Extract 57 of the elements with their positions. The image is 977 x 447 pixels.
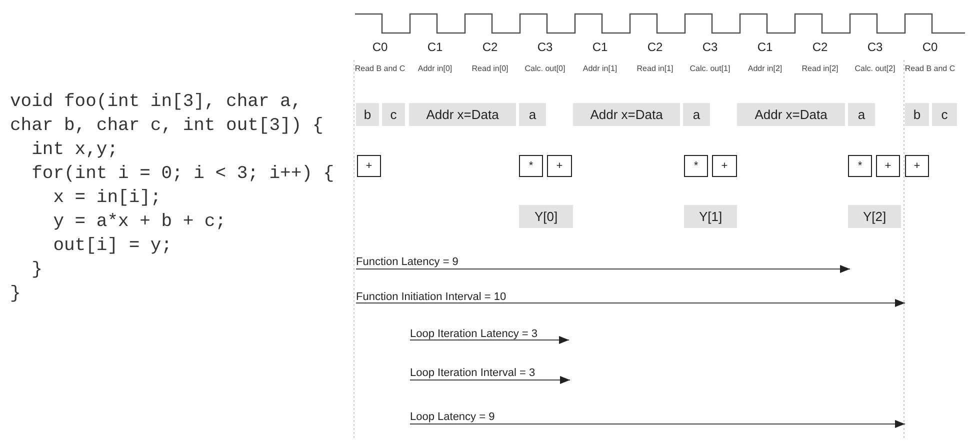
stage-description: Read in[2]	[802, 64, 838, 73]
operator-box: +	[712, 155, 737, 177]
stage-description: Addr in[2]	[748, 64, 782, 73]
result-block: Y[2]	[848, 205, 901, 228]
register-block: a	[519, 103, 546, 126]
result-block: Y[0]	[519, 205, 573, 228]
operator-box: *	[684, 155, 708, 177]
cycle-label: C2	[812, 40, 828, 54]
measure-label: Loop Iteration Interval = 3	[410, 367, 536, 379]
measure-label: Function Initiation Interval = 10	[356, 291, 506, 303]
cycle-label: C0	[922, 40, 938, 54]
code-line: out[i] = y;	[52, 236, 172, 256]
code-line: void foo(int in[3], char a,	[10, 92, 302, 112]
operator-box: *	[519, 155, 543, 177]
stage-description: Read in[1]	[636, 64, 674, 73]
code-line: int x,y;	[30, 140, 118, 160]
cycle-label: C0	[372, 40, 388, 54]
cycle-label: C1	[592, 40, 608, 54]
operator-box: +	[905, 155, 929, 177]
register-block: a	[848, 103, 875, 126]
register-block: Addr x=Data	[573, 103, 680, 126]
operator-box: *	[848, 155, 872, 177]
measure-label: Function Latency = 9	[356, 256, 458, 268]
code-line: for(int i = 0; i < 3; i++) {	[30, 164, 334, 184]
measure-label: Loop Latency = 9	[410, 411, 495, 423]
stage-description: Calc. out[0]	[524, 64, 566, 73]
register-block: a	[683, 103, 710, 126]
stage-description: Read in[0]	[472, 64, 508, 73]
stage-description: Read B and C	[904, 64, 956, 73]
cycle-label: C3	[867, 40, 883, 54]
code-line: char b, char c, int out[3]) {	[10, 116, 324, 136]
stage-description: Addr in[0]	[418, 64, 452, 73]
code-line: x = in[i];	[52, 188, 162, 208]
code-line: }	[30, 260, 42, 280]
operator-box: +	[547, 155, 572, 177]
operator-box: +	[876, 155, 900, 177]
cycle-label: C1	[427, 40, 443, 54]
cycle-label: C1	[757, 40, 773, 54]
cycle-label: C3	[537, 40, 553, 54]
stage-description: Calc. out[1]	[690, 64, 730, 73]
code-line: }	[10, 284, 21, 304]
cycle-label: C3	[702, 40, 718, 54]
register-block: b	[356, 103, 379, 126]
stage-description: Calc. out[2]	[854, 64, 896, 73]
stage-description: Addr in[1]	[582, 64, 618, 73]
code-line: y = a*x + b + c;	[52, 212, 226, 232]
register-block: b	[905, 103, 929, 126]
operator-box: +	[357, 155, 381, 177]
register-block: c	[932, 103, 957, 126]
result-block: Y[1]	[684, 205, 737, 228]
stage-description: Read B and C	[354, 64, 406, 73]
measure-label: Loop Iteration Latency = 3	[410, 328, 538, 340]
cycle-label: C2	[647, 40, 663, 54]
cycle-label: C2	[482, 40, 498, 54]
register-block: Addr x=Data	[409, 103, 516, 126]
register-block: c	[382, 103, 405, 126]
register-block: Addr x=Data	[737, 103, 845, 126]
